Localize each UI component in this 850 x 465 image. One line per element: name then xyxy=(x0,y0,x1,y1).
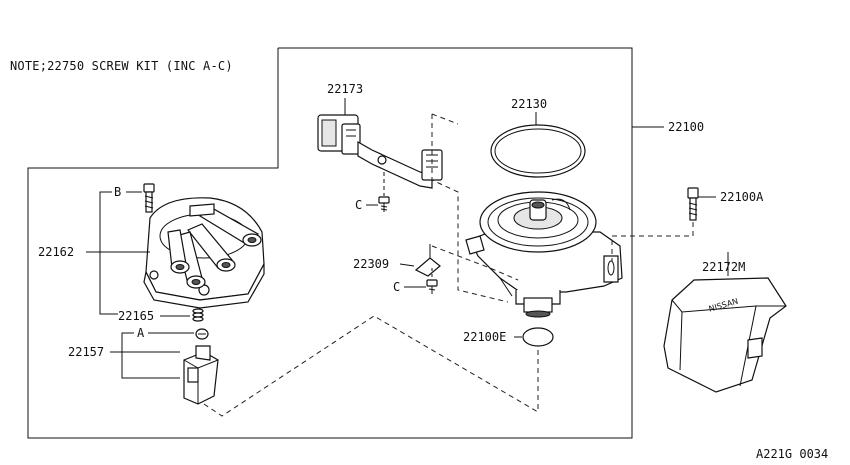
screw-b-part xyxy=(143,183,155,213)
gasket-22100e-part xyxy=(522,327,554,347)
catalog-code: A221G 0034 xyxy=(756,447,828,461)
spring-22165-part xyxy=(192,308,204,322)
rotor-22157-part xyxy=(183,345,219,405)
callout-22100e: 22100E xyxy=(463,330,506,344)
callout-22100: 22100 xyxy=(668,120,704,134)
distributor-body-part xyxy=(465,191,623,318)
bracket-22309-part xyxy=(414,244,441,277)
screw-c-lower xyxy=(426,268,438,294)
callout-22100a: 22100A xyxy=(720,190,764,204)
callout-22130: 22130 xyxy=(511,97,547,111)
screw-kit-note: NOTE;22750 SCREW KIT (INC A-C) xyxy=(10,59,233,73)
distributor-cap-part xyxy=(143,197,265,309)
letter-c-lower: C xyxy=(393,280,400,294)
letter-c-upper: C xyxy=(355,198,362,212)
callout-22309: 22309 xyxy=(353,257,389,271)
callout-22172m: 22172M xyxy=(702,260,745,274)
cover-22172m-part: NISSAN xyxy=(663,277,787,393)
screw-c-upper xyxy=(378,172,390,212)
o-ring-part xyxy=(490,124,586,178)
bolt-22100a-part xyxy=(687,187,699,221)
assembly-frame xyxy=(27,47,633,439)
callout-22173: 22173 xyxy=(327,82,363,96)
screw-a-part xyxy=(195,328,209,340)
callout-22162: 22162 xyxy=(38,245,74,259)
callout-22165: 22165 xyxy=(118,309,154,323)
letter-b: B xyxy=(114,185,121,199)
letter-a: A xyxy=(137,326,145,340)
callout-22157: 22157 xyxy=(68,345,104,359)
connector-harness-part xyxy=(317,98,443,189)
